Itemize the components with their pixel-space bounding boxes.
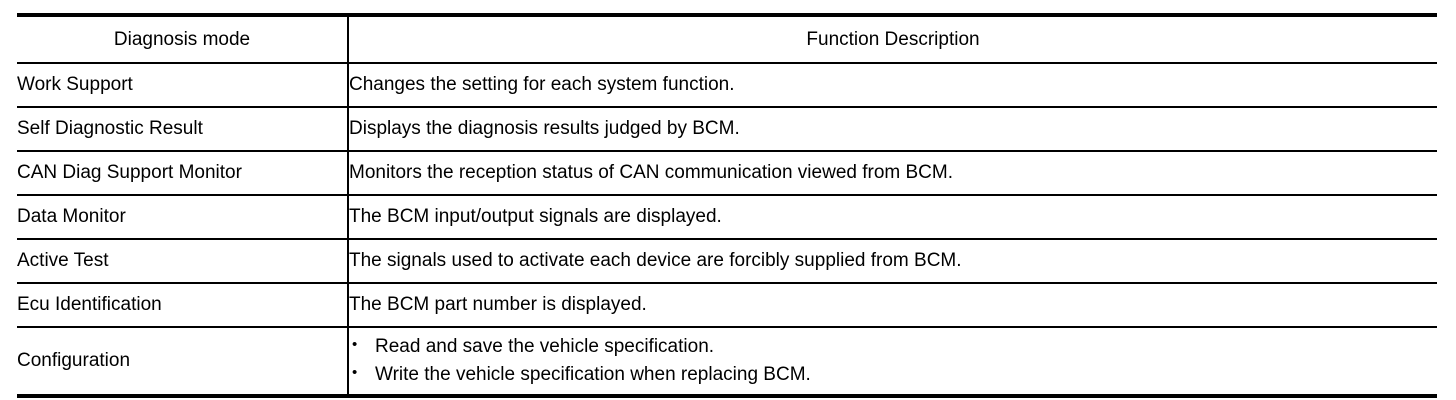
table-body: Work Support Changes the setting for eac… bbox=[17, 63, 1437, 396]
cell-diagnosis-mode: Work Support bbox=[17, 63, 349, 108]
cell-diagnosis-mode: Active Test bbox=[17, 239, 349, 284]
cell-function-description: The signals used to activate each device… bbox=[348, 239, 1437, 284]
cell-diagnosis-mode: Configuration bbox=[17, 327, 349, 396]
bullet-icon: • bbox=[352, 335, 358, 353]
table-row: CAN Diag Support Monitor Monitors the re… bbox=[17, 151, 1437, 196]
cell-function-description: • Read and save the vehicle specificatio… bbox=[348, 327, 1437, 396]
list-item-label: Read and save the vehicle specification. bbox=[375, 335, 715, 357]
cell-function-description: Displays the diagnosis results judged by… bbox=[348, 107, 1437, 152]
cell-diagnosis-mode: Ecu Identification bbox=[17, 283, 349, 328]
cell-diagnosis-mode: Data Monitor bbox=[17, 195, 349, 240]
cell-function-description: Monitors the reception status of CAN com… bbox=[348, 151, 1437, 196]
cell-diagnosis-mode: Self Diagnostic Result bbox=[17, 107, 349, 152]
cell-diagnosis-mode: CAN Diag Support Monitor bbox=[17, 151, 349, 196]
bullet-icon: • bbox=[352, 364, 358, 381]
cell-function-description: The BCM part number is displayed. bbox=[348, 283, 1437, 328]
table-header-row: Diagnosis mode Function Description bbox=[17, 15, 1437, 64]
column-header-function-description: Function Description bbox=[348, 15, 1437, 64]
table-row: Work Support Changes the setting for eac… bbox=[17, 63, 1437, 108]
table-row: Self Diagnostic Result Displays the diag… bbox=[17, 107, 1437, 152]
table-row: Configuration • Read and save the vehicl… bbox=[17, 327, 1437, 396]
table-row: Ecu Identification The BCM part number i… bbox=[17, 283, 1437, 328]
configuration-bullet-list: • Read and save the vehicle specificatio… bbox=[349, 333, 1437, 390]
diagnosis-mode-table: Diagnosis mode Function Description Work… bbox=[17, 13, 1437, 398]
table-header: Diagnosis mode Function Description bbox=[17, 15, 1437, 64]
column-header-diagnosis-mode: Diagnosis mode bbox=[17, 15, 349, 64]
table-row: Active Test The signals used to activate… bbox=[17, 239, 1437, 284]
cell-function-description: The BCM input/output signals are display… bbox=[348, 195, 1437, 240]
list-item: • Write the vehicle specification when r… bbox=[349, 361, 1437, 390]
table-row: Data Monitor The BCM input/output signal… bbox=[17, 195, 1437, 240]
cell-function-description: Changes the setting for each system func… bbox=[348, 63, 1437, 108]
list-item: • Read and save the vehicle specificatio… bbox=[349, 333, 1437, 362]
list-item-label: Write the vehicle specification when rep… bbox=[375, 364, 811, 385]
